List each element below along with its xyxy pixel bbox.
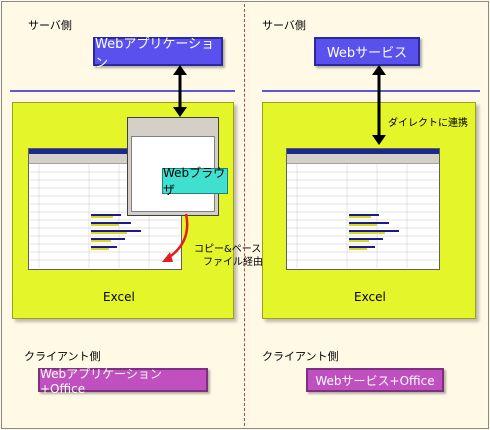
left-server-side-label: サーバ側: [28, 19, 72, 32]
left-excel-titlebar: [29, 149, 181, 154]
right-excel-label: Excel: [354, 290, 386, 304]
left-excel-label: Excel: [103, 290, 135, 304]
right-excel-window: [286, 148, 440, 270]
right-excel-titlebar: [287, 149, 439, 154]
left-vertical-arrow: [173, 65, 187, 117]
right-excel-sheet-content: [287, 164, 439, 268]
web-browser-window: Webブラウザ: [127, 117, 228, 216]
right-separator-line: [262, 90, 480, 92]
left-excel-sheet-content: [29, 164, 181, 268]
web-application-box: Webアプリケーション: [93, 37, 223, 71]
direct-link-note: ダイレクトに連携: [388, 118, 468, 129]
web-service-box: Webサービス: [314, 37, 420, 66]
copy-paste-note-line2: ファイル経由: [203, 257, 263, 268]
right-server-side-label: サーバ側: [262, 19, 306, 32]
left-separator-line: [10, 90, 235, 92]
web-browser-label: Webブラウザ: [162, 166, 228, 197]
web-service-office-box: Webサービス+Office: [306, 368, 444, 392]
web-app-office-box: Webアプリケーション+Office: [38, 367, 208, 396]
copy-paste-arrow: [162, 213, 189, 262]
copy-paste-note-line1: コピー&ペースト: [194, 244, 272, 255]
right-client-side-label: クライアント側: [262, 350, 339, 363]
right-vertical-arrow: [372, 65, 386, 145]
left-client-side-label: クライアント側: [24, 350, 101, 363]
right-excel-menubar: [287, 154, 439, 164]
left-excel-menubar: [29, 154, 181, 164]
center-divider: [244, 4, 245, 426]
